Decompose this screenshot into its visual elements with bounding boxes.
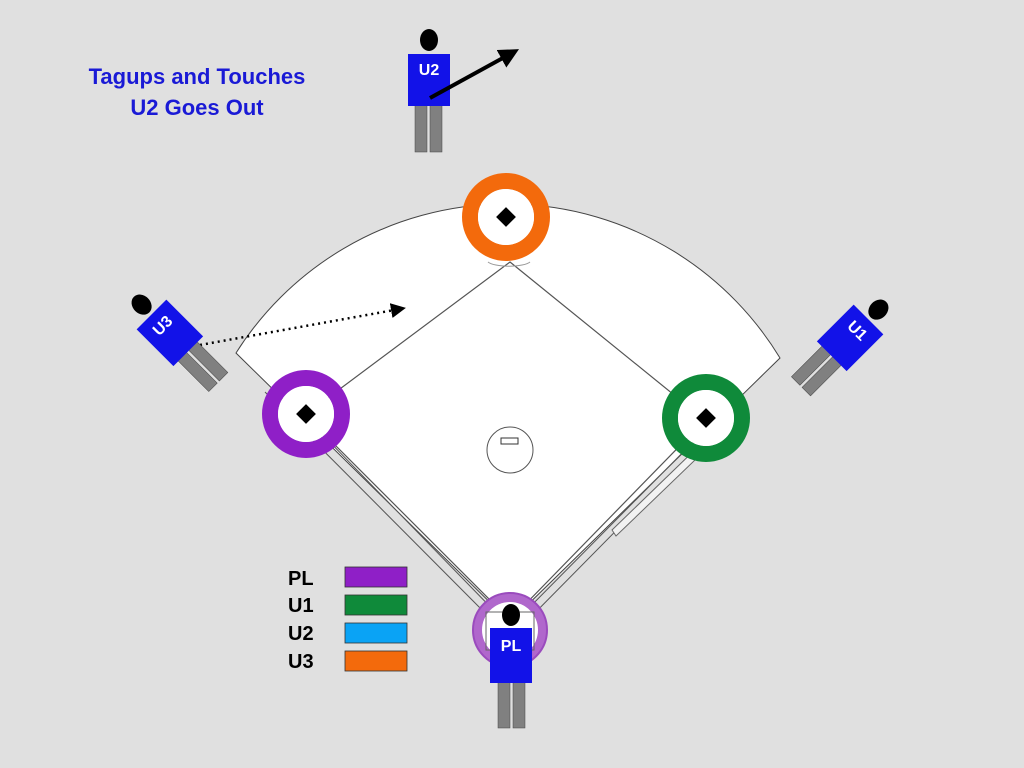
first-base-foul-line-edge — [514, 429, 706, 623]
umpire-pl: PL — [490, 604, 532, 729]
second-base-ring — [462, 173, 550, 261]
legend-item-pl: PL — [288, 566, 408, 590]
third-base-foul-line-edge — [319, 431, 506, 623]
legend-item-u1: U1 — [288, 594, 408, 617]
umpire-u3: U3 — [131, 294, 229, 392]
third-base-ring — [262, 370, 350, 458]
u3-movement-arrow — [199, 303, 406, 347]
legend-label-u2: U2 — [288, 623, 314, 645]
legend-label-u1: U1 — [288, 595, 314, 617]
legend-swatch-u3 — [344, 650, 408, 672]
legend-item-u2: U2 — [288, 622, 408, 645]
legend-swatch-u2 — [344, 622, 408, 644]
u2-movement-arrow — [429, 49, 520, 100]
legend-label-pl: PL — [288, 568, 314, 590]
umpire-u2-label: U2 — [419, 62, 440, 79]
legend: PL U1 U2 U3 — [288, 566, 408, 673]
second-base-bag — [496, 207, 516, 227]
legend-swatch-u1 — [344, 594, 408, 616]
second-base-arc — [487, 261, 531, 267]
umpire-u1: U1 — [791, 299, 889, 397]
pitchers-rubber — [500, 437, 519, 445]
umpire-pl-label: PL — [501, 638, 522, 655]
pitchers-mound — [486, 426, 534, 474]
legend-item-u3: U3 — [288, 650, 408, 673]
umpire-u2: U2 — [408, 29, 450, 153]
first-base-ring — [662, 374, 750, 462]
diagram-title-line-1: Tagups and Touches — [88, 64, 306, 89]
first-base-bag — [696, 408, 716, 428]
legend-swatch-pl — [344, 566, 408, 588]
diagram-title-line-2: U2 Goes Out — [130, 95, 264, 120]
third-base-bag — [296, 404, 316, 424]
legend-label-u3: U3 — [288, 651, 314, 673]
